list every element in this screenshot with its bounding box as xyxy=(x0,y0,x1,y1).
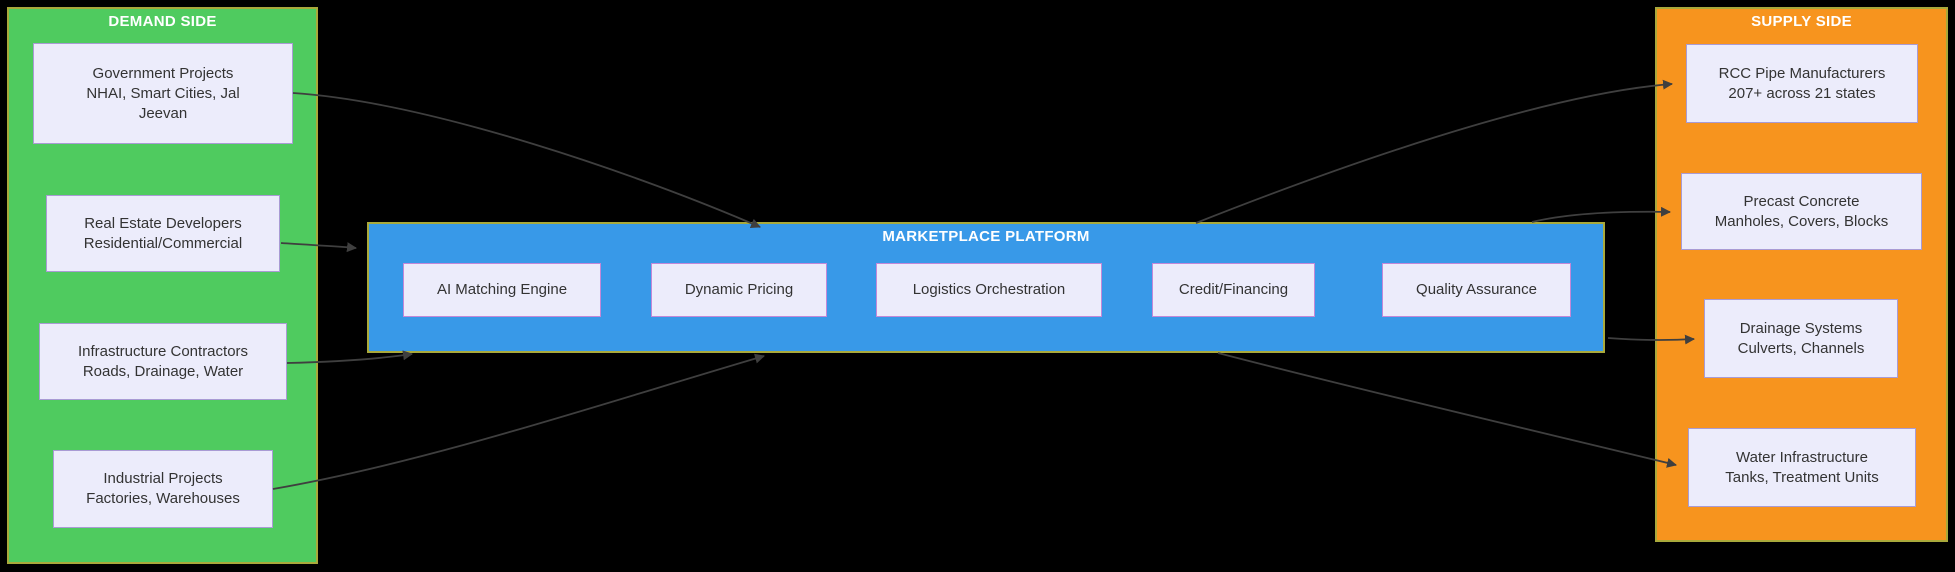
edge-industrial-to-platform xyxy=(272,353,765,490)
node-dynamic-pricing: Dynamic Pricing xyxy=(651,263,827,317)
node-ai-matching-engine: AI Matching Engine xyxy=(403,263,601,317)
supply-side-cluster: SUPPLY SIDE RCC Pipe Manufacturers 207+ … xyxy=(1655,7,1948,542)
node-label: Water Infrastructure xyxy=(1736,448,1868,466)
node-sublabel: NHAI, Smart Cities, Jal xyxy=(86,84,240,102)
node-label: Logistics Orchestration xyxy=(912,281,1066,298)
node-label: Government Projects xyxy=(92,64,234,82)
demand-side-cluster: DEMAND SIDE Government Projects NHAI, Sm… xyxy=(7,7,318,564)
node-logistics-orchestration: Logistics Orchestration xyxy=(876,263,1102,317)
node-sublabel: Roads, Drainage, Water xyxy=(82,362,244,380)
node-label: Quality Assurance xyxy=(1416,281,1537,298)
node-label: Infrastructure Contractors xyxy=(77,342,249,360)
edge-government-to-platform xyxy=(292,92,761,229)
node-sublabel: Jeevan xyxy=(138,104,188,122)
node-infrastructure-contractors: Infrastructure Contractors Roads, Draina… xyxy=(39,323,287,400)
node-label: Precast Concrete xyxy=(1743,192,1860,210)
node-drainage-systems: Drainage Systems Culverts, Channels xyxy=(1704,299,1898,378)
node-credit-financing: Credit/Financing xyxy=(1152,263,1315,317)
demand-side-title: DEMAND SIDE xyxy=(108,13,217,30)
node-water-infrastructure: Water Infrastructure Tanks, Treatment Un… xyxy=(1688,428,1916,507)
node-industrial-projects: Industrial Projects Factories, Warehouse… xyxy=(53,450,273,528)
node-sublabel: Tanks, Treatment Units xyxy=(1725,468,1879,486)
node-label: Drainage Systems xyxy=(1739,319,1863,337)
node-sublabel: Manholes, Covers, Blocks xyxy=(1714,212,1889,230)
node-sublabel: 207+ across 21 states xyxy=(1728,84,1876,102)
node-label: Real Estate Developers xyxy=(84,214,242,232)
node-label: Credit/Financing xyxy=(1178,281,1289,298)
node-label: AI Matching Engine xyxy=(436,281,568,298)
marketplace-platform-title: MARKETPLACE PLATFORM xyxy=(882,228,1090,245)
node-label: Dynamic Pricing xyxy=(684,281,794,298)
edge-platform-to-rcc xyxy=(1195,79,1673,224)
node-precast-concrete: Precast Concrete Manholes, Covers, Block… xyxy=(1681,173,1922,250)
node-sublabel: Residential/Commercial xyxy=(83,234,243,252)
node-government-projects: Government Projects NHAI, Smart Cities, … xyxy=(33,43,293,144)
edge-platform-to-water xyxy=(1217,352,1677,468)
node-label: RCC Pipe Manufacturers xyxy=(1718,64,1886,82)
node-sublabel: Culverts, Channels xyxy=(1737,339,1865,357)
node-rcc-pipe-manufacturers: RCC Pipe Manufacturers 207+ across 21 st… xyxy=(1686,44,1918,123)
node-quality-assurance: Quality Assurance xyxy=(1382,263,1571,317)
edge-platform-to-precast xyxy=(1531,206,1671,223)
node-label: Industrial Projects xyxy=(103,470,223,487)
node-real-estate-developers: Real Estate Developers Residential/Comme… xyxy=(46,195,280,272)
marketplace-platform-cluster: MARKETPLACE PLATFORM AI Matching Engine … xyxy=(367,222,1605,353)
node-sublabel: Factories, Warehouses xyxy=(86,490,240,507)
supply-side-title: SUPPLY SIDE xyxy=(1751,13,1852,30)
